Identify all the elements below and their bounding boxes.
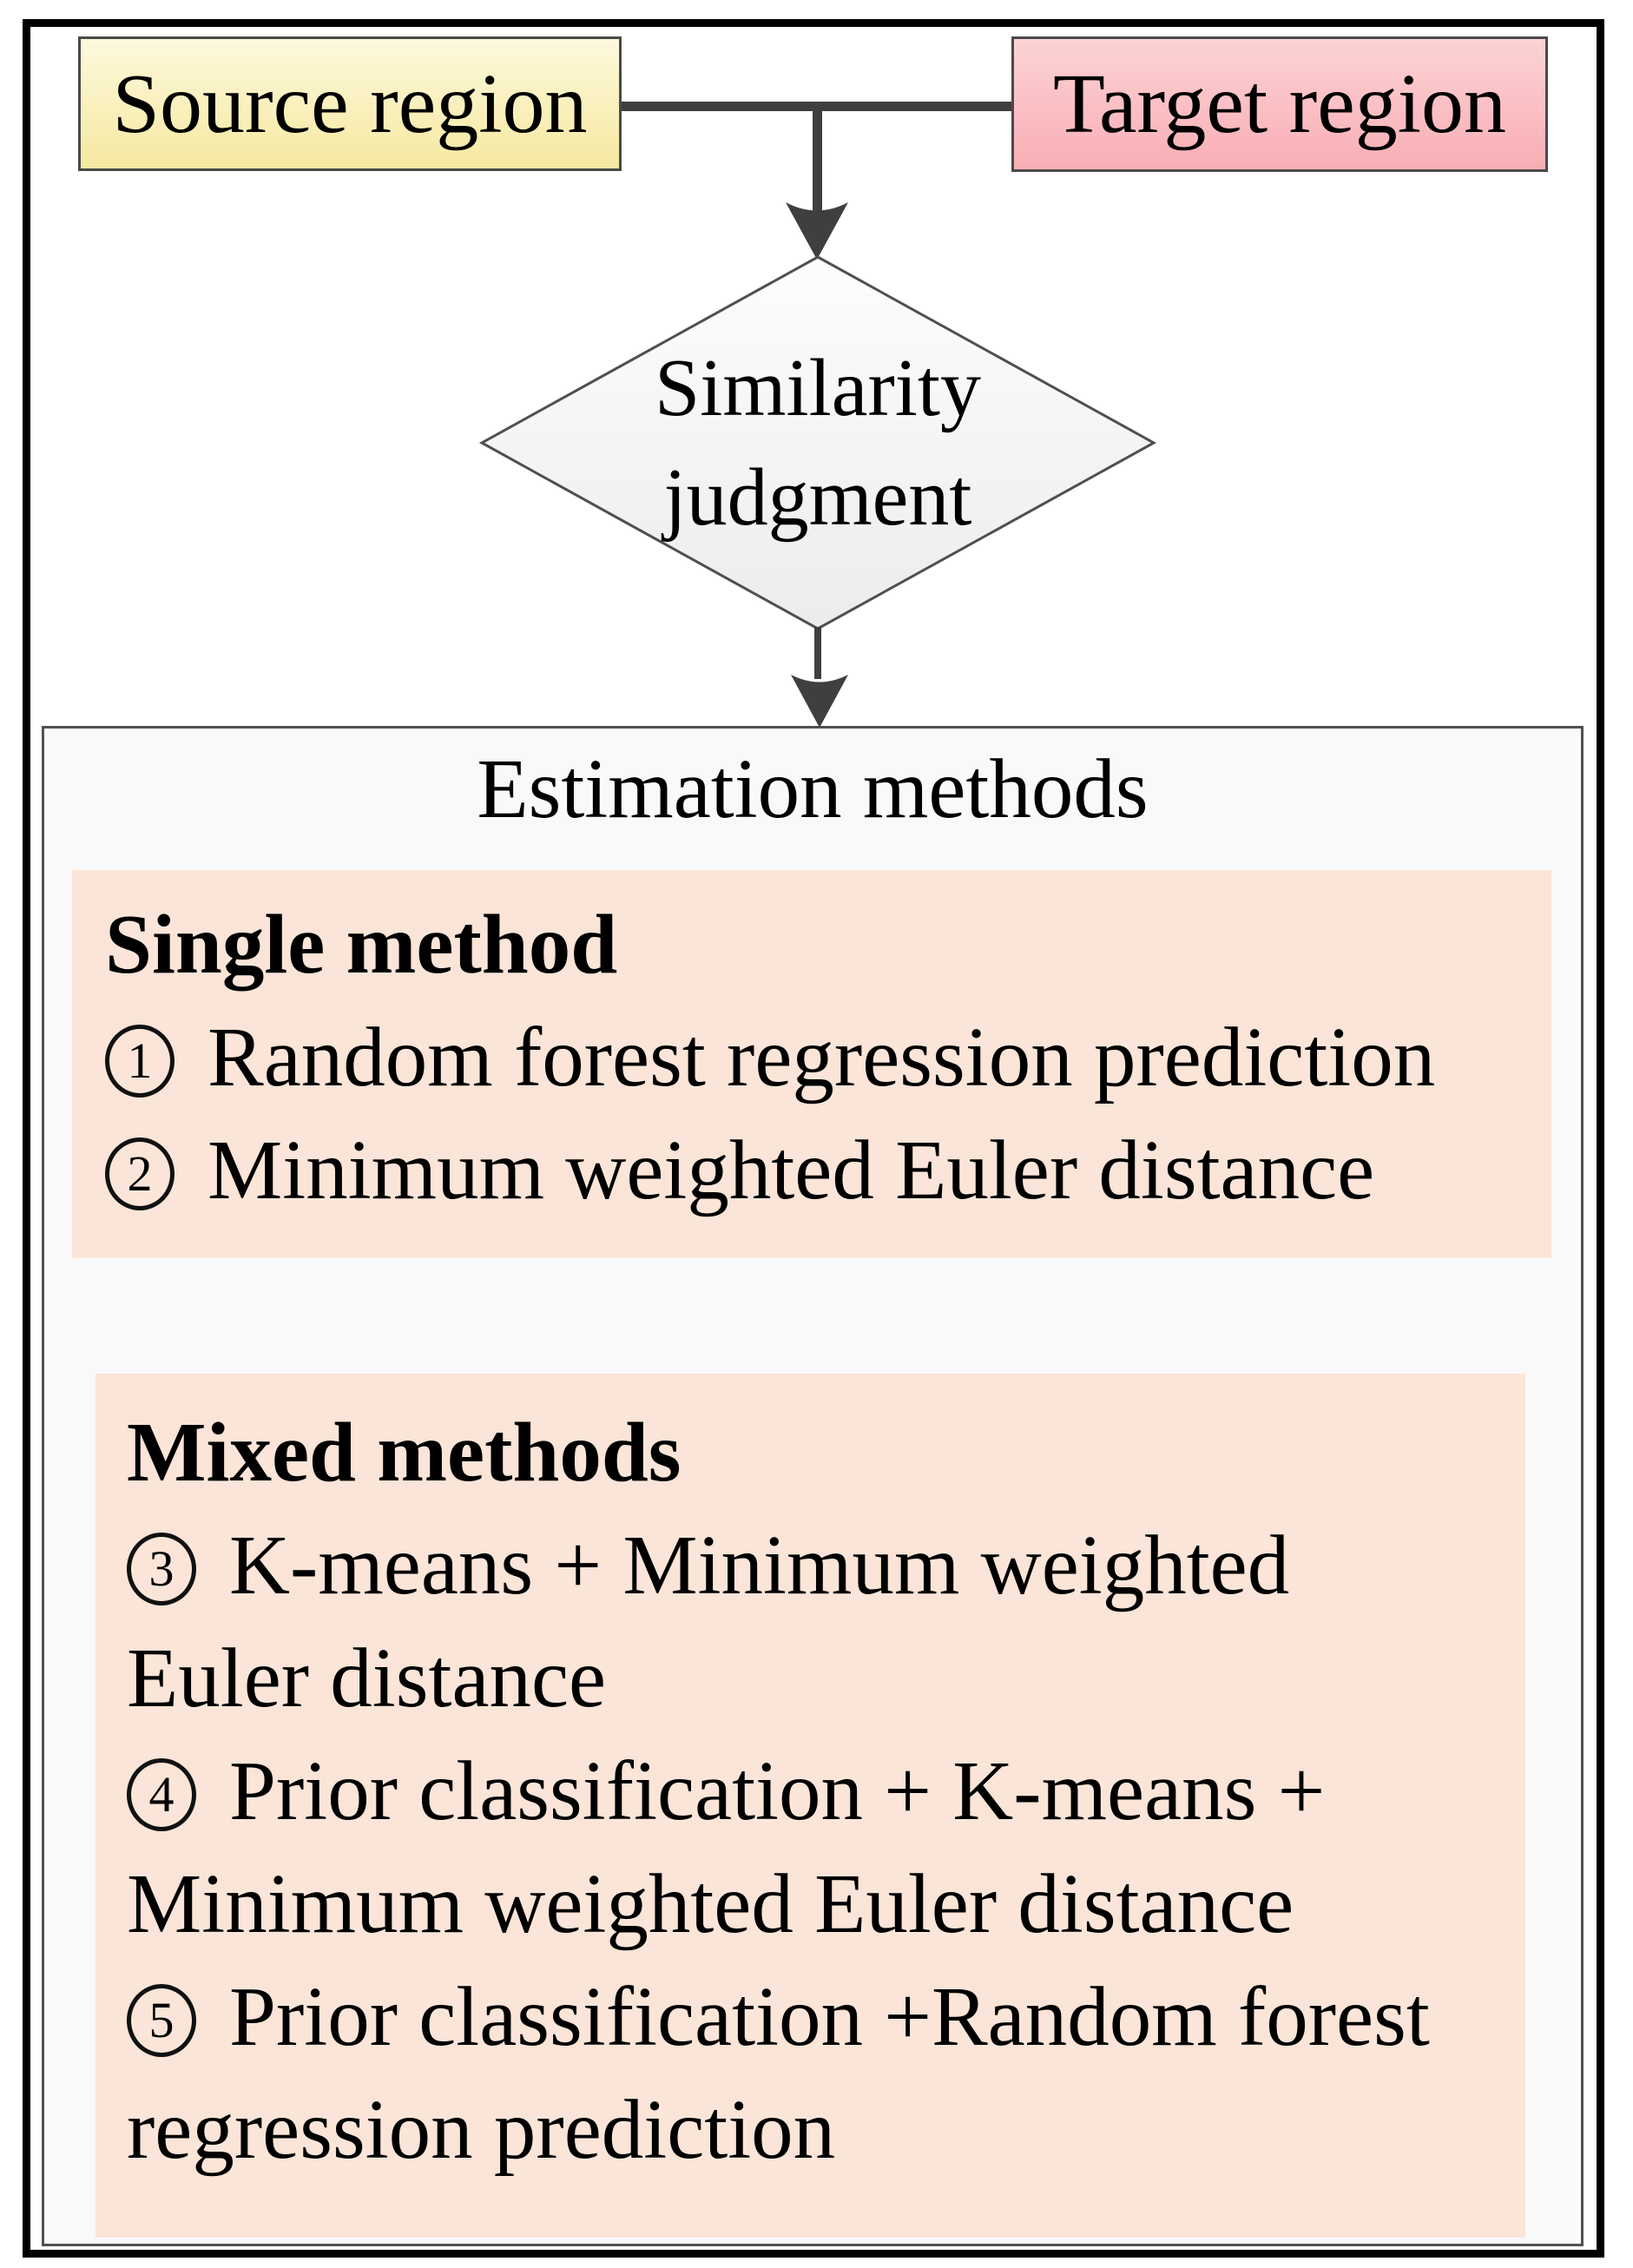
mixed-methods-panel: Mixed methods 3 K-means + Minimum weighte…	[95, 1374, 1525, 2238]
circled-number-1-icon: 1	[105, 1024, 174, 1098]
mixed-methods-item-3-cont-text: Euler distance	[127, 1632, 607, 1724]
connector-down-line-1	[813, 102, 822, 213]
mixed-methods-item-4-cont-text: Minimum weighted Euler distance	[127, 1857, 1294, 1950]
circled-number-3-icon: 3	[127, 1532, 196, 1605]
target-region-box: Target region	[1011, 36, 1548, 172]
mixed-methods-item-4-text: Prior classification + K-means +	[229, 1744, 1326, 1837]
source-region-label: Source region	[112, 56, 588, 151]
circled-number-2-icon: 2	[105, 1137, 174, 1210]
mixed-methods-item-3: 3 K-means + Minimum weighted	[127, 1509, 1511, 1622]
estimation-methods-title: Estimation methods	[477, 742, 1149, 835]
mixed-methods-item-4-cont: Minimum weighted Euler distance	[127, 1848, 1511, 1961]
mixed-methods-item-4: 4 Prior classification + K-means +	[127, 1735, 1511, 1848]
single-method-item-1: 1 Random forest regression prediction	[105, 1001, 1536, 1114]
circled-number-5-icon: 5	[127, 1983, 196, 2057]
similarity-judgment-line2: judgment	[663, 452, 972, 543]
target-region-label: Target region	[1053, 57, 1506, 151]
single-method-heading: Single method	[105, 898, 618, 991]
similarity-judgment-line1: Similarity	[655, 343, 981, 433]
similarity-judgment-label: Similarity judgment	[484, 257, 1152, 629]
source-region-box: Source region	[78, 36, 622, 171]
mixed-methods-item-5-cont: regression prediction	[127, 2074, 1511, 2186]
mixed-methods-item-5: 5 Prior classification +Random forest	[127, 1961, 1511, 2074]
single-method-panel: Single method 1 Random forest regression …	[72, 870, 1551, 1258]
figure-outer-border	[23, 19, 1604, 2258]
connector-down-line-2	[814, 627, 821, 679]
mixed-methods-item-5-text: Prior classification +Random forest	[229, 1970, 1430, 2063]
mixed-methods-item-3-text: K-means + Minimum weighted	[229, 1519, 1290, 1612]
circled-number-4-icon: 4	[127, 1757, 196, 1831]
single-method-item-2: 2 Minimum weighted Euler distance	[105, 1114, 1536, 1227]
mixed-methods-heading: Mixed methods	[127, 1406, 682, 1499]
mixed-methods-item-3-cont: Euler distance	[127, 1622, 1511, 1735]
single-method-item-2-text: Minimum weighted Euler distance	[207, 1124, 1375, 1216]
single-method-item-1-text: Random forest regression prediction	[207, 1011, 1436, 1104]
mixed-methods-item-5-cont-text: regression prediction	[127, 2083, 836, 2176]
